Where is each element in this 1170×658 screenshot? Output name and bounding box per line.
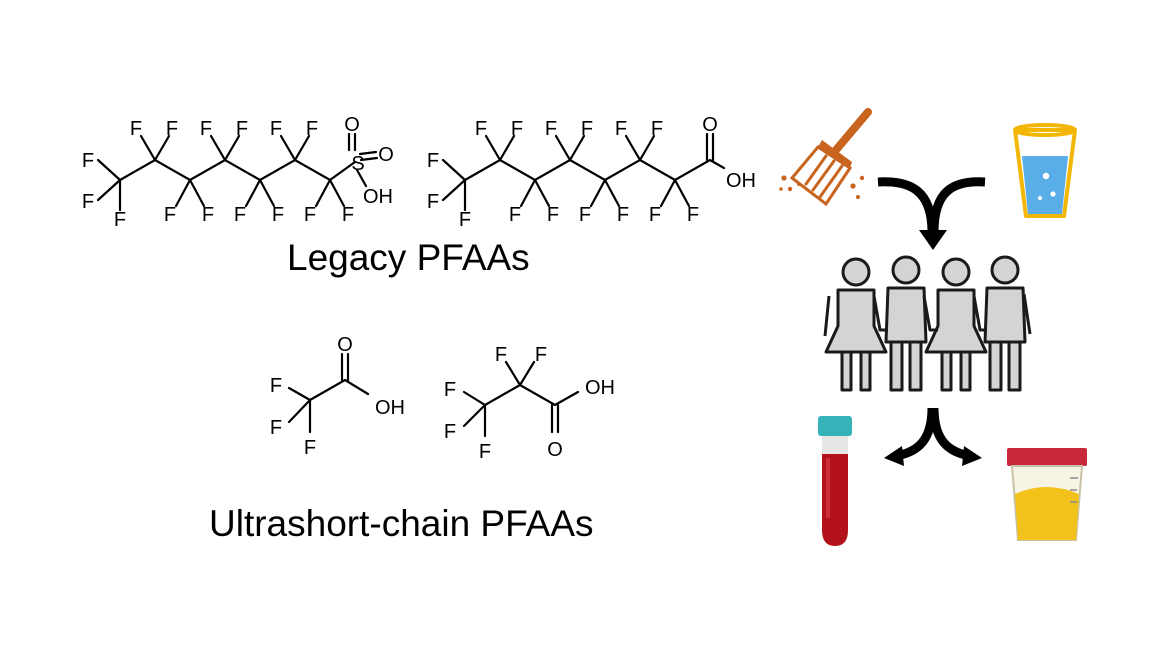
fluorine-label: F (304, 204, 316, 226)
water-glass-icon (1013, 123, 1077, 218)
fluorine-label: F (234, 204, 246, 226)
fluorine-label: F (545, 118, 557, 140)
fluorine-label: F (130, 118, 142, 140)
pfos-structure (96, 132, 379, 212)
fluorine-label: F (427, 191, 439, 213)
fluorine-label: F (535, 344, 547, 366)
person-icon (924, 257, 988, 392)
fluorine-label: F (495, 344, 507, 366)
fluorine-label: F (579, 204, 591, 226)
fluorine-label: F (444, 379, 456, 401)
fluorine-label: F (444, 421, 456, 443)
oxygen-label: O (547, 439, 563, 461)
fluorine-label: F (270, 417, 282, 439)
hydroxyl-label: OH (375, 397, 405, 419)
people-group-icon (823, 255, 1032, 392)
hydroxyl-label: OH (585, 377, 615, 399)
fluorine-label: F (202, 204, 214, 226)
fluorine-label: F (164, 204, 176, 226)
pfoa-structure (441, 132, 726, 212)
fluorine-label: F (617, 204, 629, 226)
hydroxyl-label: OH (363, 186, 393, 208)
sulfur-label: S (351, 153, 364, 175)
split-arrow-icon (884, 407, 982, 466)
merge-arrow-icon (877, 177, 986, 250)
fluorine-label: F (509, 204, 521, 226)
oxygen-label: O (378, 144, 394, 166)
fluorine-label: F (272, 204, 284, 226)
fluorine-label: F (306, 118, 318, 140)
broom-icon (779, 108, 872, 207)
pfpra-structure (462, 360, 580, 438)
fluorine-label: F (82, 191, 94, 213)
fluorine-label: F (615, 118, 627, 140)
fluorine-label: F (479, 441, 491, 463)
urine-cup-icon (1007, 448, 1087, 541)
fluorine-label: F (547, 204, 559, 226)
fluorine-label: F (687, 204, 699, 226)
fluorine-label: F (459, 209, 471, 231)
oxygen-label: O (344, 114, 360, 136)
fluorine-label: F (475, 118, 487, 140)
fluorine-label: F (236, 118, 248, 140)
fluorine-label: F (511, 118, 523, 140)
person-icon (983, 255, 1032, 392)
fluorine-label: F (581, 118, 593, 140)
fluorine-label: F (649, 204, 661, 226)
fluorine-label: F (427, 150, 439, 172)
person-icon (884, 255, 928, 392)
fluorine-label: F (114, 209, 126, 231)
fluorine-label: F (200, 118, 212, 140)
tfa-structure (287, 352, 370, 434)
blood-tube-icon (818, 416, 852, 546)
fluorine-label: F (342, 204, 354, 226)
legacy-pfaas-caption: Legacy PFAAs (287, 237, 530, 278)
fluorine-label: F (270, 118, 282, 140)
fluorine-label: F (82, 150, 94, 172)
person-icon (823, 257, 888, 392)
ultrashort-pfaas-caption: Ultrashort-chain PFAAs (209, 503, 594, 544)
hydroxyl-label: OH (726, 170, 756, 192)
oxygen-label: O (702, 114, 718, 136)
oxygen-label: O (337, 334, 353, 356)
fluorine-label: F (166, 118, 178, 140)
fluorine-label: F (270, 375, 282, 397)
fluorine-label: F (304, 437, 316, 459)
fluorine-label: F (651, 118, 663, 140)
